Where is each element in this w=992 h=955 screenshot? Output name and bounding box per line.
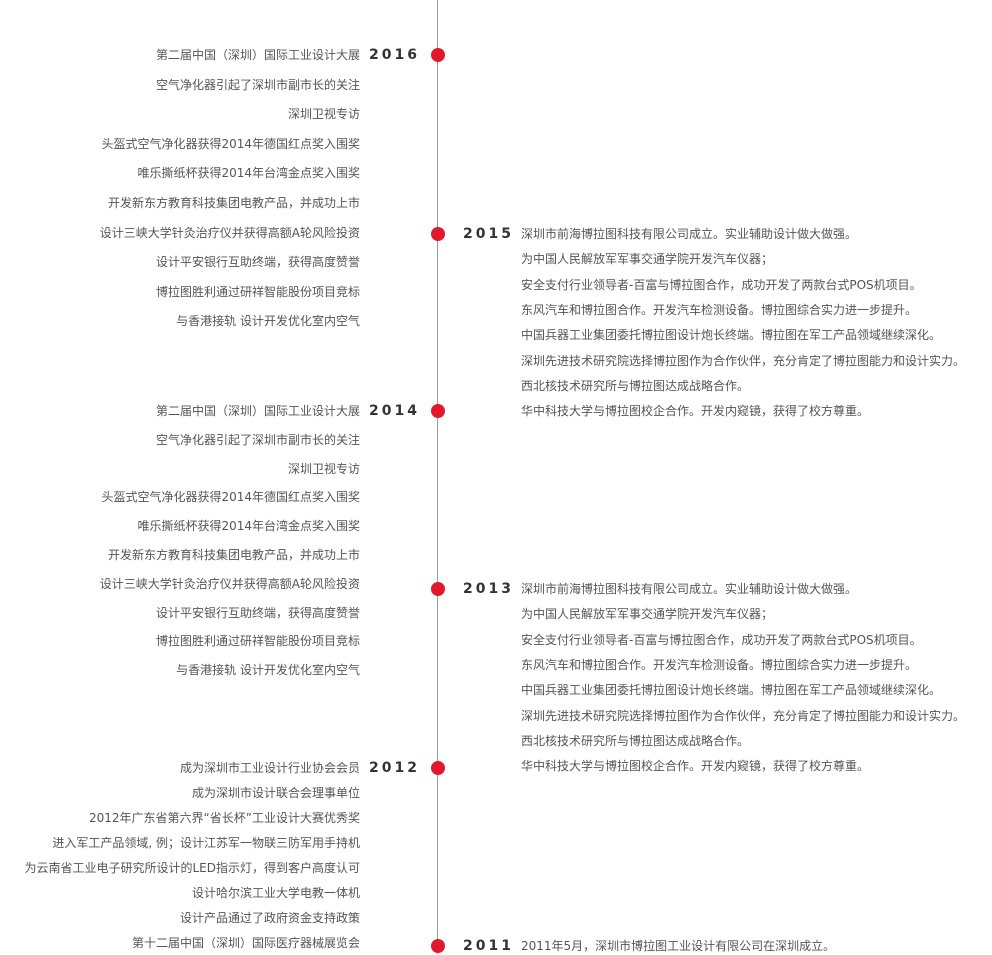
timeline-event-2016-5: 唯乐撕纸杯获得2014年台湾金点奖入围奖 <box>137 166 360 180</box>
timeline-event-2012-2: 成为深圳市设计联合会理事单位 <box>191 786 360 800</box>
timeline-event-2012-4: 进入军工产品领域, 例；设计江苏军一物联三防军用手持机 <box>52 836 360 850</box>
year-label-2016: 2016 <box>369 47 420 63</box>
timeline-event-2016-9: 博拉图胜利通过研祥智能股份项目竞标 <box>155 285 360 299</box>
timeline-event-2016-2: 空气净化器引起了深圳市副市长的关注 <box>155 78 360 92</box>
timeline-event-2014-9: 博拉图胜利通过研祥智能股份项目竞标 <box>155 634 360 648</box>
timeline-event-2015-5: 中国兵器工业集团委托博拉图设计炮长终端。博拉图在军工产品领域继续深化。 <box>521 328 942 342</box>
timeline-event-2014-7: 设计三峡大学针灸治疗仪并获得高额A轮风险投资 <box>99 577 360 591</box>
timeline-event-2013-5: 中国兵器工业集团委托博拉图设计炮长终端。博拉图在军工产品领域继续深化。 <box>521 683 942 697</box>
timeline-event-2014-2: 空气净化器引起了深圳市副市长的关注 <box>155 433 360 447</box>
timeline-axis <box>437 0 438 954</box>
year-label-2012: 2012 <box>369 760 420 776</box>
timeline-event-2014-1: 第二届中国（深圳）国际工业设计大展 <box>155 404 360 418</box>
timeline-event-2016-1: 第二届中国（深圳）国际工业设计大展 <box>155 48 360 62</box>
timeline-event-2012-5: 为云南省工业电子研究所设计的LED指示灯，得到客户高度认可 <box>24 861 360 875</box>
timeline-event-2016-10: 与香港接轨 设计开发优化室内空气 <box>176 314 360 328</box>
timeline-event-2012-1: 成为深圳市工业设计行业协会会员 <box>179 761 360 775</box>
timeline-event-2014-8: 设计平安银行互助终端，获得高度赞誉 <box>155 606 360 620</box>
timeline-event-2012-7: 设计产品通过了政府资金支持政策 <box>179 911 360 925</box>
timeline-dot-2013 <box>431 582 445 596</box>
year-label-2011: 2011 <box>463 938 514 954</box>
timeline-event-2016-3: 深圳卫视专访 <box>287 107 360 121</box>
timeline-event-2015-7: 西北核技术研究所与博拉图达成战略合作。 <box>521 379 750 393</box>
timeline-event-2016-6: 开发新东方教育科技集团电教产品，并成功上市 <box>107 196 360 210</box>
year-label-2015: 2015 <box>463 226 514 242</box>
timeline-event-2014-5: 唯乐撕纸杯获得2014年台湾金点奖入围奖 <box>137 519 360 533</box>
timeline-event-2015-2: 为中国人民解放军军事交通学院开发汽车仪器； <box>521 252 774 266</box>
timeline-event-2011-1: 2011年5月，深圳市博拉图工业设计有限公司在深圳成立。 <box>521 939 836 953</box>
year-label-2014: 2014 <box>369 403 420 419</box>
timeline-event-2015-6: 深圳先进技术研究院选择博拉图作为合作伙伴，充分肯定了博拉图能力和设计实力。 <box>521 354 966 368</box>
timeline-dot-2011 <box>431 939 445 953</box>
timeline-dot-2016 <box>431 48 445 62</box>
year-label-2013: 2013 <box>463 581 514 597</box>
timeline-event-2013-6: 深圳先进技术研究院选择博拉图作为合作伙伴，充分肯定了博拉图能力和设计实力。 <box>521 709 966 723</box>
timeline-event-2013-3: 安全支付行业领导者-百富与博拉图合作，成功开发了两款台式POS机项目。 <box>521 633 922 647</box>
timeline-event-2013-4: 东风汽车和博拉图合作。开发汽车检测设备。博拉图综合实力进一步提升。 <box>521 658 918 672</box>
timeline-event-2015-4: 东风汽车和博拉图合作。开发汽车检测设备。博拉图综合实力进一步提升。 <box>521 303 918 317</box>
timeline-event-2012-8: 第十二届中国（深圳）国际医疗器械展览会 <box>131 936 360 950</box>
timeline-event-2014-3: 深圳卫视专访 <box>287 462 360 476</box>
timeline-event-2013-1: 深圳市前海博拉图科技有限公司成立。实业辅助设计做大做强。 <box>521 582 858 596</box>
timeline-event-2015-3: 安全支付行业领导者-百富与博拉图合作，成功开发了两款台式POS机项目。 <box>521 278 922 292</box>
timeline-event-2015-1: 深圳市前海博拉图科技有限公司成立。实业辅助设计做大做强。 <box>521 227 858 241</box>
timeline-event-2013-8: 华中科技大学与博拉图校企合作。开发内窥镜，获得了校方尊重。 <box>521 759 870 773</box>
timeline-dot-2015 <box>431 227 445 241</box>
timeline-event-2014-10: 与香港接轨 设计开发优化室内空气 <box>176 663 360 677</box>
timeline-event-2016-8: 设计平安银行互助终端，获得高度赞誉 <box>155 255 360 269</box>
timeline-dot-2012 <box>431 761 445 775</box>
timeline-event-2014-6: 开发新东方教育科技集团电教产品，并成功上市 <box>107 548 360 562</box>
timeline-event-2013-7: 西北核技术研究所与博拉图达成战略合作。 <box>521 734 750 748</box>
timeline-event-2012-6: 设计哈尔滨工业大学电教一体机 <box>191 886 360 900</box>
timeline-event-2015-8: 华中科技大学与博拉图校企合作。开发内窥镜，获得了校方尊重。 <box>521 404 870 418</box>
timeline-event-2016-7: 设计三峡大学针灸治疗仪并获得高额A轮风险投资 <box>99 226 360 240</box>
timeline-dot-2014 <box>431 404 445 418</box>
timeline-event-2014-4: 头盔式空气净化器获得2014年德国红点奖入围奖 <box>101 490 360 504</box>
timeline-event-2013-2: 为中国人民解放军军事交通学院开发汽车仪器； <box>521 607 774 621</box>
timeline-event-2016-4: 头盔式空气净化器获得2014年德国红点奖入围奖 <box>101 137 360 151</box>
timeline-event-2012-3: 2012年广东省第六界“省长杯”工业设计大赛优秀奖 <box>89 811 360 825</box>
